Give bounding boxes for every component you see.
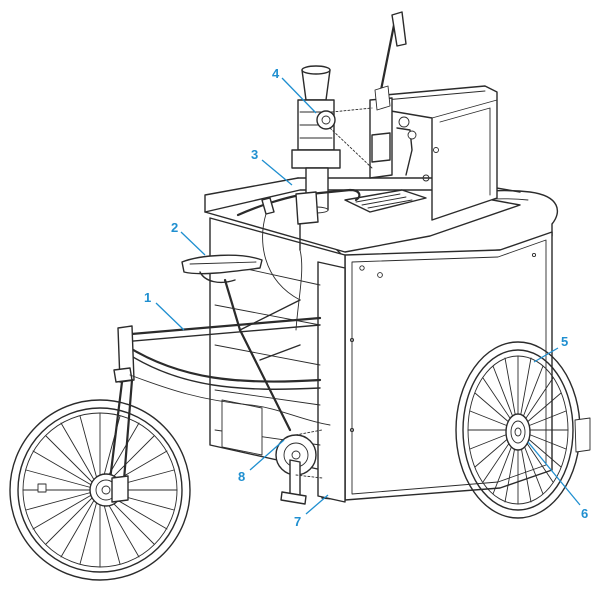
saddle: [181, 254, 263, 332]
bike-frame: [108, 299, 331, 482]
callout-labels: 1 2 3 4 5 6 7 8: [144, 66, 588, 529]
leader-4: [281, 77, 317, 114]
callout-6: 6: [581, 506, 588, 521]
espresso-machine: [344, 11, 498, 221]
leader-5: [533, 347, 559, 363]
crankset: [275, 429, 323, 505]
rear-wheel: [455, 341, 591, 519]
callout-5: 5: [561, 334, 568, 349]
leader-7: [305, 494, 329, 515]
leader-2: [180, 231, 206, 256]
callout-7: 7: [294, 514, 301, 529]
leader-3: [261, 159, 293, 186]
front-wheel: [9, 399, 191, 581]
callout-3: 3: [251, 147, 258, 162]
callout-1: 1: [144, 290, 151, 305]
callout-2: 2: [171, 220, 178, 235]
leader-6: [527, 441, 581, 506]
callout-4: 4: [272, 66, 280, 81]
leader-1: [155, 302, 185, 331]
cart-body: [204, 177, 559, 503]
leader-8: [249, 439, 285, 471]
callout-8: 8: [238, 469, 245, 484]
leader-lines: [155, 77, 581, 515]
